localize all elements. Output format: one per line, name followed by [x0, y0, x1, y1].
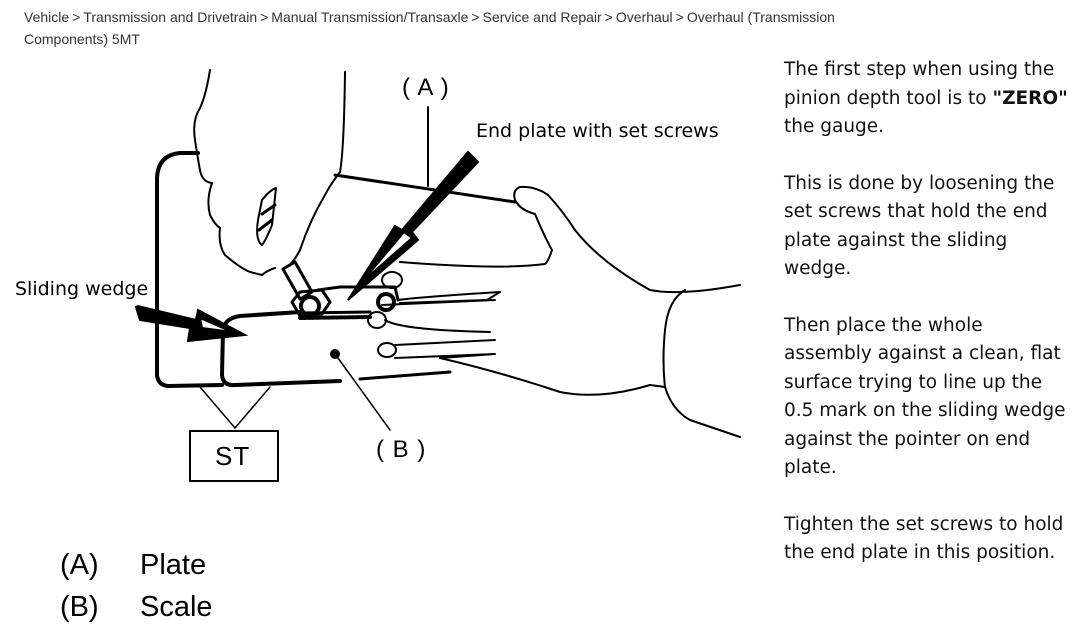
- breadcrumb-separator: >: [675, 9, 684, 25]
- st-box: [189, 430, 279, 482]
- breadcrumb: Vehicle>Transmission and Drivetrain>Manu…: [24, 6, 864, 50]
- scale-teeth: [298, 315, 372, 320]
- st-leader-left: [199, 386, 236, 429]
- instruction-paragraph-1: The first step when using the pinion dep…: [784, 56, 1074, 142]
- legend-row: (A) Plate: [60, 544, 213, 586]
- breadcrumb-item-vehicle[interactable]: Vehicle: [24, 9, 70, 25]
- breadcrumb-item-transmission-drivetrain[interactable]: Transmission and Drivetrain: [83, 9, 258, 25]
- sliding-wedge-outline: [220, 310, 342, 388]
- breadcrumb-separator: >: [260, 9, 269, 25]
- instructions-text: The first step when using the pinion dep…: [784, 56, 1074, 596]
- sliding-wedge-callout: Sliding wedge: [15, 278, 149, 300]
- breadcrumb-separator: >: [604, 9, 613, 25]
- end-plate-callout: End plate with set screws: [476, 120, 719, 142]
- tool-body-outline: [155, 151, 224, 388]
- legend-key: (A): [60, 549, 99, 581]
- legend-key: (B): [60, 591, 99, 623]
- scale-b-leader: [337, 357, 391, 431]
- special-tool-label: ST: [215, 441, 251, 471]
- instruction-paragraph-4: Tighten the set screws to hold the end p…: [784, 513, 1064, 564]
- end-plate-arrow: [347, 150, 480, 301]
- breadcrumb-item-manual-transmission[interactable]: Manual Transmission/Transaxle: [271, 9, 469, 25]
- instruction-text: the gauge.: [784, 116, 885, 137]
- breadcrumb-current-page: Overhaul (Transmission Components) 5MT: [24, 9, 835, 47]
- breadcrumb-item-overhaul[interactable]: Overhaul: [615, 9, 673, 25]
- hand-right: [513, 185, 741, 294]
- part-a-label: ( A ): [402, 74, 450, 101]
- instruction-paragraph-2: This is done by loosening the set screws…: [784, 172, 1055, 280]
- legend-label: Plate: [140, 549, 207, 581]
- breadcrumb-item-service-repair[interactable]: Service and Repair: [482, 9, 602, 25]
- set-screw-right: [376, 292, 396, 312]
- legend-row: (B) Scale: [60, 586, 213, 628]
- part-b-label: ( B ): [376, 436, 427, 463]
- breadcrumb-separator: >: [72, 9, 81, 25]
- instruction-paragraph-3: Then place the whole assembly against a …: [784, 314, 1066, 479]
- figure-legend: (A) Plate (B) Scale: [60, 544, 213, 628]
- sliding-wedge-arrow: [134, 304, 249, 343]
- breadcrumb-separator: >: [471, 9, 480, 25]
- tool-drawing: [134, 69, 741, 482]
- st-leader-right: [234, 386, 271, 429]
- pinion-depth-tool-illustration: End plate with set screws Sliding wedge …: [0, 60, 770, 639]
- instruction-text: The first step when using the pinion dep…: [784, 59, 1055, 109]
- hand-upper: [193, 69, 276, 276]
- plate-top-edge: [333, 173, 517, 204]
- legend-label: Scale: [140, 591, 213, 623]
- scale-mark-dot: [330, 349, 340, 359]
- zero-emphasis: "ZERO": [992, 87, 1068, 109]
